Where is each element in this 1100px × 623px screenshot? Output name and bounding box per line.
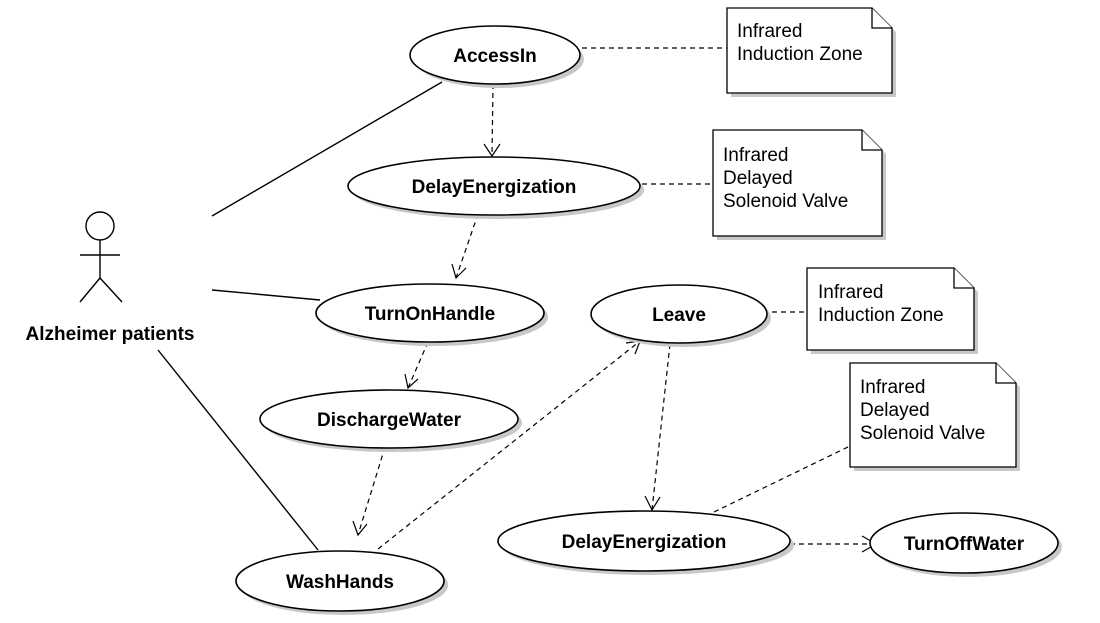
- note-anchor-4: [713, 445, 851, 513]
- note-line: Infrared: [818, 282, 883, 303]
- use-case-label: Leave: [652, 305, 706, 326]
- use-case-accessin[interactable]: AccessIn: [409, 25, 584, 88]
- use-case-label: AccessIn: [453, 46, 536, 67]
- note-line: Infrared: [723, 145, 788, 166]
- use-case-delayenergization-1[interactable]: DelayEnergization: [347, 156, 644, 219]
- dependency-leave-to-delayenergization: [644, 343, 671, 512]
- note-line: Solenoid Valve: [723, 191, 848, 212]
- use-case-label: WashHands: [286, 572, 394, 593]
- note-line: Infrared: [737, 21, 802, 42]
- note-infrared-delayed-solenoid-valve-1[interactable]: Infrared Delayed Solenoid Valve: [712, 129, 886, 240]
- dependency-turnonhandle-to-dischargewater: [404, 341, 429, 390]
- note-line: Delayed: [723, 168, 793, 189]
- association-actor-turnonhandle: [211, 289, 321, 301]
- use-case-label: DischargeWater: [317, 410, 462, 431]
- note-line: Induction Zone: [737, 44, 863, 65]
- dependency-delayenergization-to-turnoffwater: [790, 535, 878, 553]
- note-line: Infrared: [860, 377, 925, 398]
- use-case-turnonhandle[interactable]: TurnOnHandle: [315, 283, 548, 346]
- use-case-leave[interactable]: Leave: [590, 284, 771, 347]
- use-case-label: DelayEnergization: [412, 177, 577, 198]
- association-actor-washhands: [157, 349, 319, 551]
- use-case-label: DelayEnergization: [562, 532, 727, 553]
- note-line: Delayed: [860, 400, 930, 421]
- use-case-label: TurnOnHandle: [365, 304, 496, 325]
- use-case-turnoffwater[interactable]: TurnOffWater: [869, 512, 1062, 577]
- stick-figure-actor-icon: [79, 211, 123, 303]
- use-case-delayenergization-2[interactable]: DelayEnergization: [497, 510, 794, 575]
- note-infrared-induction-zone-1[interactable]: Infrared Induction Zone: [726, 7, 896, 97]
- note-line: Induction Zone: [818, 305, 944, 326]
- dependency-delayenergization-to-turnonhandle: [451, 213, 479, 280]
- note-infrared-delayed-solenoid-valve-2[interactable]: Infrared Delayed Solenoid Valve: [849, 362, 1020, 471]
- association-actor-accessin: [211, 81, 443, 217]
- actor-alzheimer-patients[interactable]: Alzheimer patients: [26, 211, 195, 345]
- use-case-dischargewater[interactable]: DischargeWater: [259, 389, 522, 452]
- dependency-accessin-to-delayenergization: [483, 83, 501, 158]
- actor-label: Alzheimer patients: [26, 324, 195, 345]
- dependency-dischargewater-to-washhands: [352, 446, 386, 537]
- note-infrared-induction-zone-2[interactable]: Infrared Induction Zone: [806, 267, 978, 354]
- use-case-washhands[interactable]: WashHands: [235, 550, 448, 615]
- use-case-label: TurnOffWater: [904, 534, 1025, 555]
- note-line: Solenoid Valve: [860, 423, 985, 444]
